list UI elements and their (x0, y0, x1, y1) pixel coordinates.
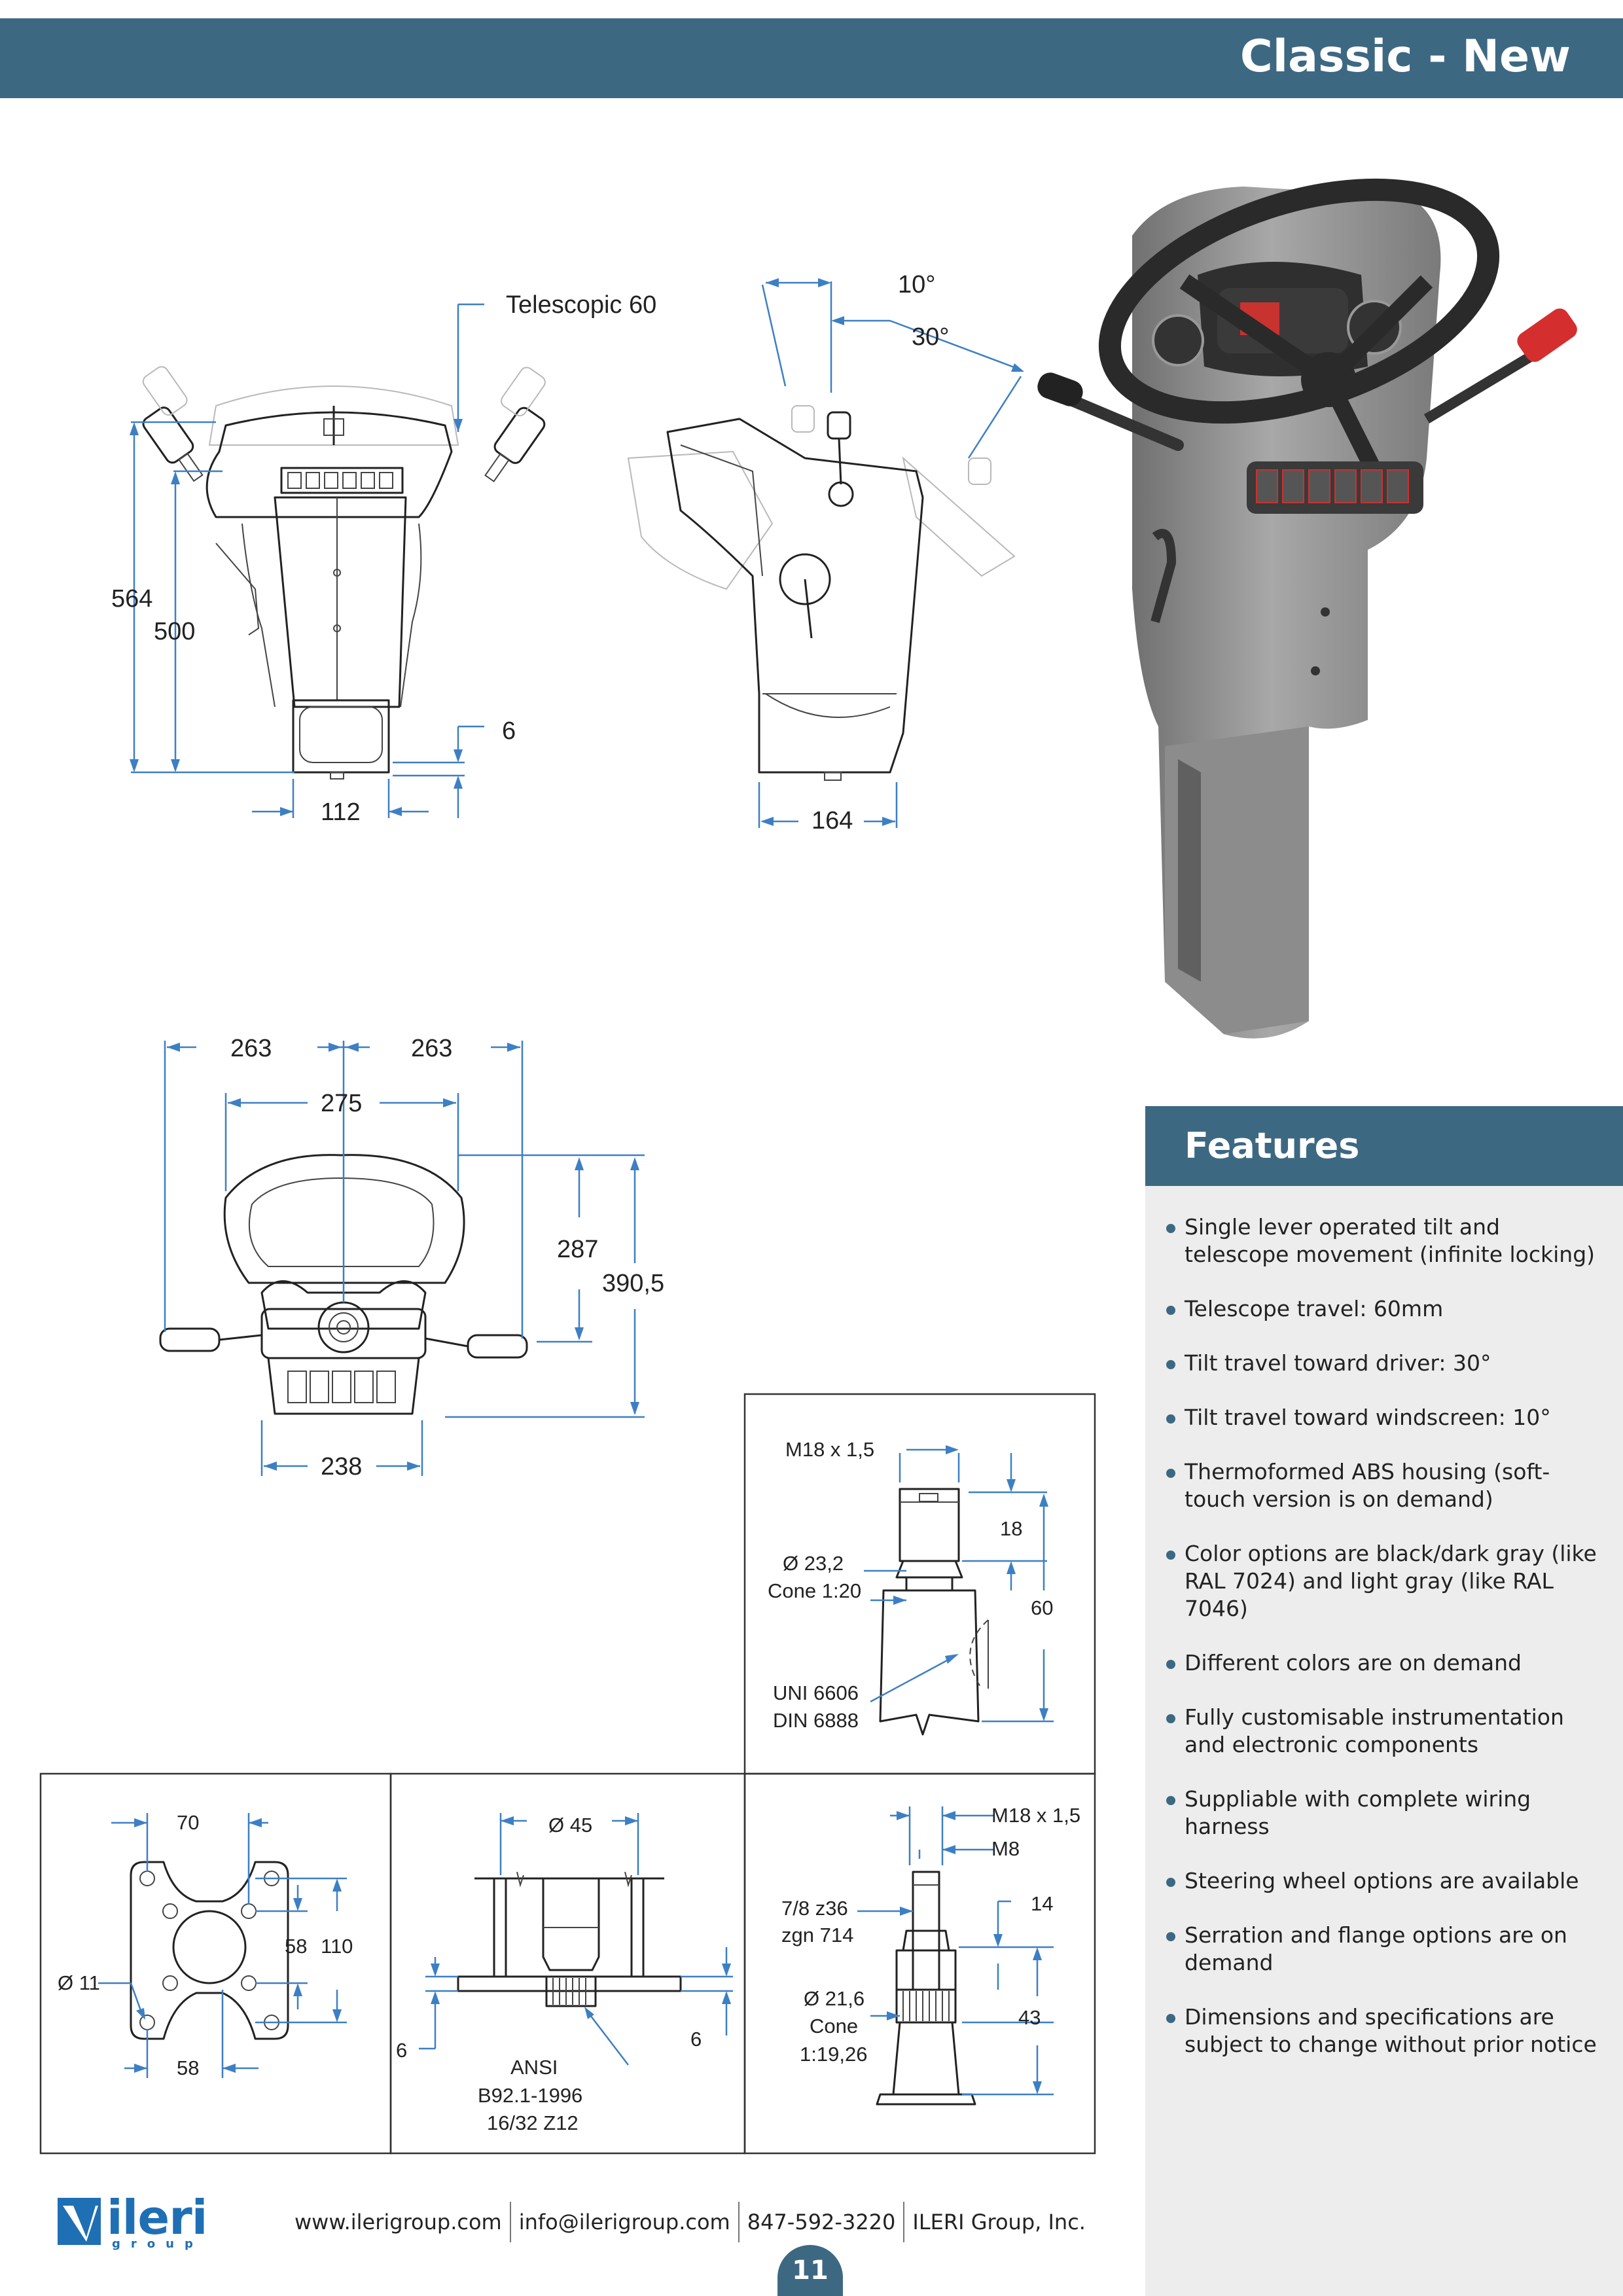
spline-bottom-thread: M18 x 1,5 (991, 1804, 1081, 1827)
ansi-spline: 16/32 Z12 (487, 2111, 579, 2134)
flange-drawing (98, 1813, 347, 2078)
spline-top-diameter: Ø 23,2 (783, 1552, 844, 1575)
steering-column-render (1037, 178, 1577, 1039)
dim-263-right: 263 (411, 1035, 453, 1062)
dim-263-left: 263 (230, 1035, 272, 1062)
spline-bottom-ratio: 1:19,26 (800, 2043, 868, 2066)
dim-164: 164 (812, 807, 853, 834)
dim-275: 275 (321, 1090, 363, 1117)
feature-item: Telescope travel: 60mm (1164, 1295, 1609, 1323)
dim-564: 564 (111, 585, 153, 613)
feature-item: Different colors are on demand (1164, 1649, 1609, 1677)
feature-item: Tilt travel toward windscreen: 10° (1164, 1404, 1609, 1431)
company-logo: ileri (107, 2190, 207, 2245)
dim-287: 287 (557, 1236, 599, 1263)
detail-box-frames (39, 1393, 1096, 2155)
ansi-standard: B92.1-1996 (478, 2084, 583, 2107)
spline-top-60: 60 (1031, 1596, 1054, 1619)
flange-110: 110 (321, 1935, 353, 1958)
dim-500: 500 (154, 618, 196, 645)
footer-divider (509, 2202, 511, 2242)
feature-item: Suppliable with complete wiring harness (1164, 1785, 1609, 1840)
flange-58-bottom: 58 (177, 2056, 200, 2079)
footer-divider (738, 2202, 740, 2242)
features-panel (1145, 1106, 1623, 2296)
page-number-tab (777, 2245, 843, 2296)
feature-item: Single lever operated tilt and telescope… (1164, 1213, 1609, 1268)
spline-bottom-14: 14 (1031, 1892, 1054, 1915)
spline-bottom-43: 43 (1018, 2006, 1041, 2029)
footer-contact: www.ilerigroup.com info@ilerigroup.com 8… (294, 2202, 1086, 2242)
front-view-drawing (130, 303, 546, 818)
feature-item: Tilt travel toward driver: 30° (1164, 1350, 1609, 1377)
features-title: Features (1185, 1125, 1360, 1166)
footer-divider (903, 2202, 905, 2242)
feature-item: Serration and flange options are on dema… (1164, 1922, 1609, 1977)
company-logo-sub: group (112, 2237, 204, 2251)
ileri-logo-emblem (58, 2198, 101, 2245)
dim-112: 112 (321, 798, 361, 826)
page-title: Classic - New (1240, 31, 1571, 82)
footer-email[interactable]: info@ilerigroup.com (518, 2210, 730, 2234)
dim-6: 6 (502, 717, 516, 745)
flange-58-inner: 58 (285, 1935, 308, 1958)
header-bar (0, 18, 1623, 98)
flange-70: 70 (177, 1811, 200, 1834)
spline-bottom-cone: Cone (810, 2015, 859, 2037)
dim-30-deg: 30° (912, 323, 950, 351)
dim-238: 238 (321, 1453, 363, 1480)
feature-item: Color options are black/dark gray (like … (1164, 1540, 1609, 1623)
ansi-6-right: 6 (690, 2028, 702, 2051)
telescopic-label: Telescopic 60 (506, 291, 657, 319)
spline-bottom-diameter: Ø 21,6 (804, 1987, 865, 2010)
page-number: 11 (792, 2255, 829, 2286)
footer-phone: 847-592-3220 (747, 2210, 896, 2234)
footer-company: ILERI Group, Inc. (912, 2210, 1086, 2234)
side-view-drawing (627, 278, 1024, 828)
features-header (1145, 1106, 1623, 1186)
features-list: Single lever operated tilt and telescope… (1164, 1213, 1609, 2085)
feature-item: Steering wheel options are available (1164, 1867, 1609, 1895)
spline-bottom-m8: M8 (991, 1837, 1020, 1860)
spline-top-18: 18 (1000, 1517, 1023, 1540)
flange-hole-diameter: Ø 11 (58, 1971, 100, 1994)
feature-item: Dimensions and specifications are subjec… (1164, 2003, 1609, 2058)
feature-item: Fully customisable instrumentation and e… (1164, 1704, 1609, 1759)
footer-website[interactable]: www.ilerigroup.com (294, 2210, 502, 2234)
ansi-diameter: Ø 45 (548, 1814, 593, 1837)
top-view-drawing (159, 1041, 645, 1476)
spline-top-uni: UNI 6606 (773, 1681, 859, 1704)
ansi-drawing (419, 1813, 733, 2066)
ansi-label: ANSI (510, 2056, 558, 2079)
spline-bottom-zgn: zgn 714 (781, 1924, 854, 1946)
spline-bottom-z36: 7/8 z36 (781, 1897, 848, 1920)
spline-top-cone: Cone 1:20 (768, 1579, 862, 1602)
dim-10-deg: 10° (898, 271, 936, 298)
dim-390-5: 390,5 (602, 1270, 665, 1297)
spline-bottom-drawing (857, 1806, 1054, 2106)
spline-top-drawing (864, 1445, 1054, 1736)
feature-item: Thermoformed ABS housing (soft-touch ver… (1164, 1458, 1609, 1513)
ansi-6-left: 6 (396, 2039, 408, 2062)
spline-top-thread: M18 x 1,5 (785, 1438, 875, 1461)
spline-top-din: DIN 6888 (773, 1709, 859, 1732)
